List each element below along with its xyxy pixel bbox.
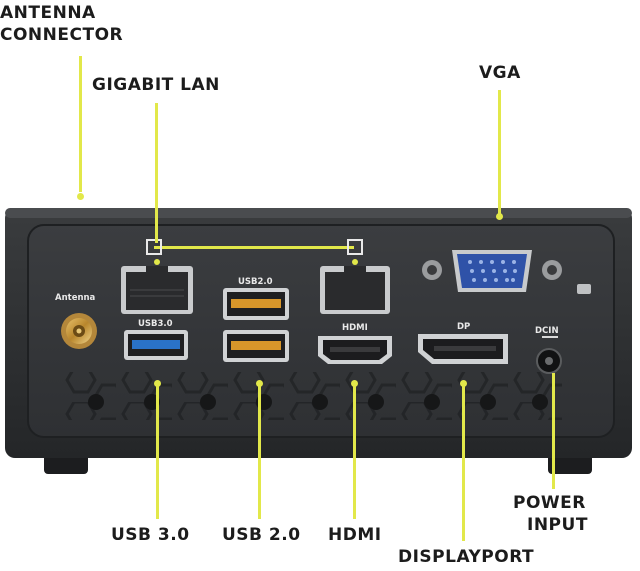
status-led <box>577 284 591 294</box>
lan-callout-line <box>155 103 158 243</box>
antenna-port-label: Antenna <box>55 293 96 303</box>
usb30-callout-line <box>156 383 159 519</box>
hdmi-callout: HDMI <box>328 525 382 545</box>
gigabit-lan-callout: GIGABIT LAN <box>92 75 220 95</box>
vga-port <box>422 250 562 292</box>
vga-callout-dot <box>496 213 503 220</box>
usb30-callout-dot <box>154 380 161 387</box>
dp-port-label: DP <box>457 322 470 332</box>
dcin-port-label: DCIN <box>535 326 559 336</box>
antenna-callout-line1: ANTENNA <box>0 3 96 23</box>
power-jack <box>536 348 562 374</box>
dp-callout-line <box>462 383 465 541</box>
antenna-callout-line <box>79 56 82 192</box>
vga-callout: VGA <box>479 63 521 83</box>
displayport-port <box>418 334 508 364</box>
hdmi-callout-line <box>353 383 356 519</box>
vga-callout-line <box>498 90 501 214</box>
dp-callout-dot <box>460 380 467 387</box>
lan-port <box>121 266 193 314</box>
usb30-callout: USB 3.0 <box>111 525 190 545</box>
usb30-port-label: USB3.0 <box>138 319 173 329</box>
usb20-port-label: USB2.0 <box>238 277 273 287</box>
usb20-callout: USB 2.0 <box>222 525 301 545</box>
antenna-callout-line2: CONNECTOR <box>0 25 124 45</box>
power-callout-line <box>552 373 555 489</box>
power-input-callout: POWER INPUT <box>513 492 588 536</box>
displayport-callout: DISPLAYPORT <box>398 547 535 567</box>
usb20-callout-dot <box>256 380 263 387</box>
usb20-port-bottom <box>223 330 289 362</box>
antenna-callout-dot <box>77 193 84 200</box>
lan-port-2 <box>320 266 390 314</box>
usb20-port-top <box>223 288 289 320</box>
vent-grille <box>62 372 562 420</box>
hdmi-port <box>318 336 392 364</box>
hdmi-port-label: HDMI <box>342 323 368 333</box>
hdmi-callout-dot <box>351 380 358 387</box>
usb30-port <box>124 330 188 360</box>
power-callout-line2: INPUT <box>527 515 588 535</box>
power-callout-line1: POWER <box>513 493 586 513</box>
antenna-connector-callout: ANTENNA CONNECTOR <box>0 2 123 46</box>
usb20-callout-line <box>258 383 261 519</box>
lan-link-line <box>146 239 363 265</box>
antenna-connector <box>61 313 97 349</box>
